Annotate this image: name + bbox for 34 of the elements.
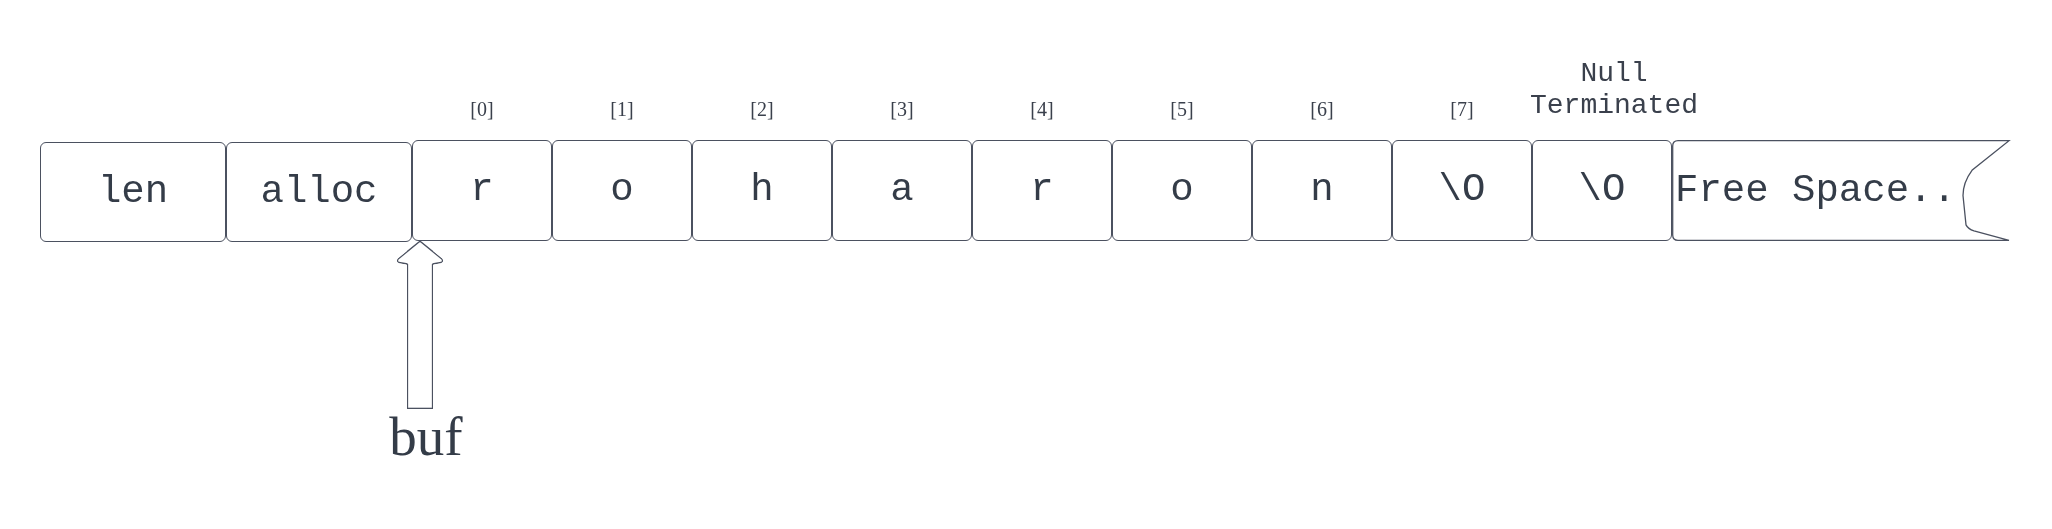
cell-value: alloc: [260, 169, 378, 215]
index-label: [0]: [470, 97, 494, 121]
memory-cell: [692, 140, 832, 241]
index-label: [3]: [890, 97, 914, 121]
memory-cell: [552, 140, 692, 241]
cell-value: h: [750, 168, 774, 213]
index-label: [1]: [610, 97, 634, 121]
free-space-block: [1672, 140, 2010, 241]
index-label: [6]: [1310, 97, 1334, 121]
pointer-label: buf: [389, 409, 463, 464]
cell-value: len: [97, 169, 169, 215]
memory-cell: [1252, 140, 1392, 241]
cell-value: r: [470, 168, 494, 213]
cell-value: o: [610, 168, 634, 213]
memory-cell: [226, 142, 412, 242]
cell-value: n: [1310, 168, 1334, 213]
index-label: [7]: [1450, 97, 1474, 121]
memory-cell: [40, 142, 226, 242]
cell-value: r: [1030, 168, 1054, 213]
memory-cell: [412, 140, 552, 241]
memory-cell: [972, 140, 1112, 241]
index-label: [4]: [1030, 97, 1054, 121]
index-label: [2]: [750, 97, 774, 121]
cell-value: a: [890, 168, 914, 213]
memory-cell: [1112, 140, 1252, 241]
annotation-label: Null Terminated: [1530, 58, 1698, 121]
cell-value: o: [1170, 168, 1194, 213]
memory-cell: [832, 140, 972, 241]
cell-value: \O: [1578, 168, 1626, 213]
index-label: [5]: [1170, 97, 1194, 121]
memory-cell: [1532, 140, 1672, 241]
cell-value: Free Space..: [1675, 168, 1956, 213]
cell-value: \O: [1438, 168, 1486, 213]
memory-cell: [1392, 140, 1532, 241]
